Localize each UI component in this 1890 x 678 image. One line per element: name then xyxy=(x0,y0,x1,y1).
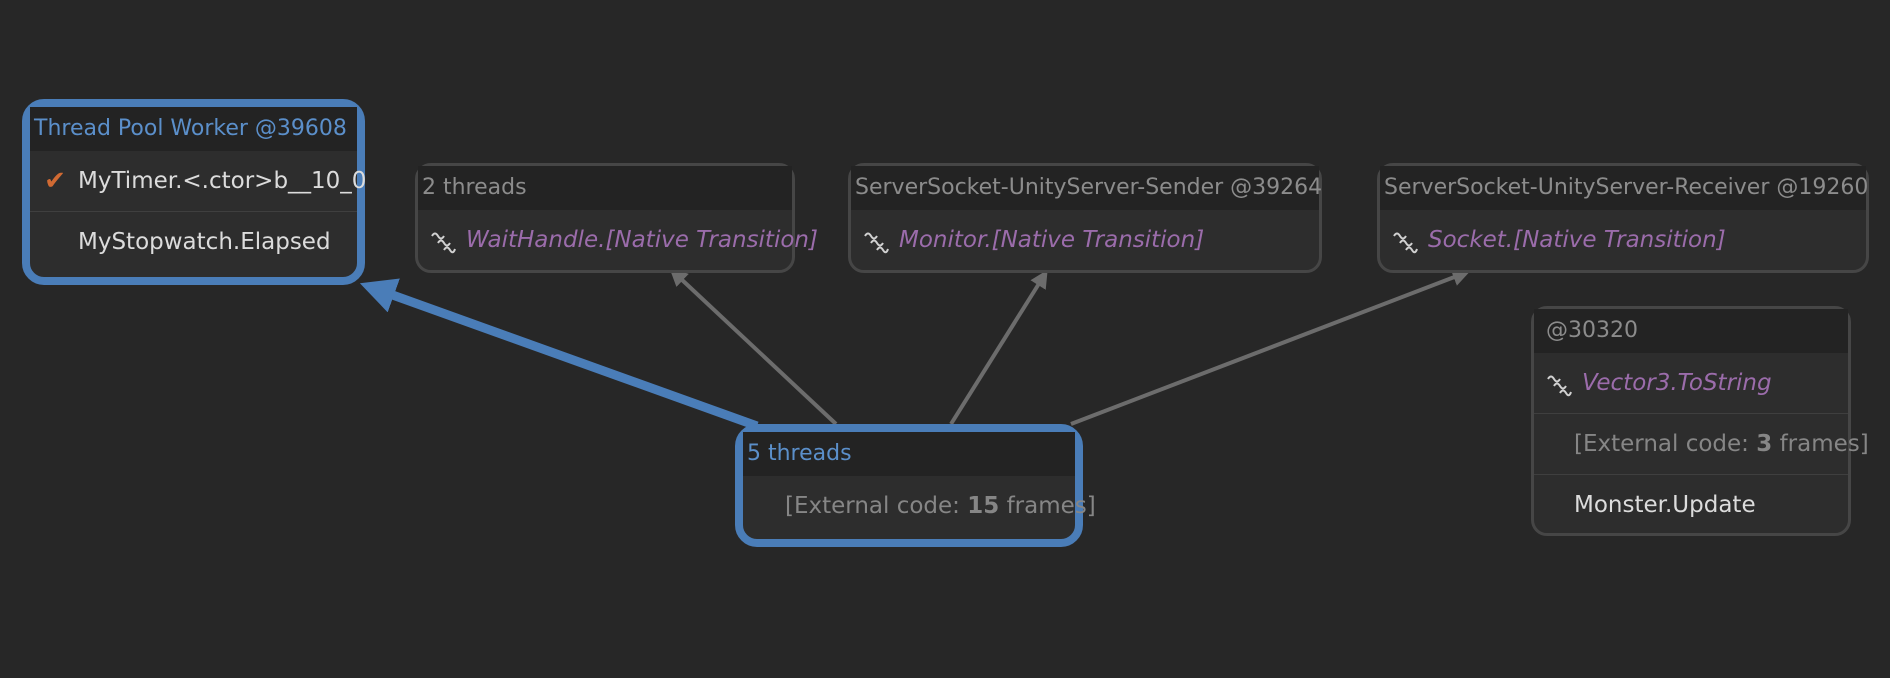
frame-row[interactable]: Monster.Update xyxy=(1534,474,1848,535)
frame-row[interactable]: [External code: 15 frames] xyxy=(743,476,1096,536)
frame-label: Socket.[Native Transition] xyxy=(1428,227,1726,253)
edge-5threads-to-sender[interactable] xyxy=(949,269,1048,426)
edge-5threads-to-receiver[interactable] xyxy=(1070,268,1471,426)
native-transition-icon xyxy=(1390,210,1420,270)
node-title: 5 threads xyxy=(743,432,1075,476)
external-code-label: [External code: 15 frames] xyxy=(785,493,1096,519)
external-code-label: [External code: 3 frames] xyxy=(1574,431,1869,457)
node-title: ServerSocket-UnityServer-Receiver @19260 xyxy=(1380,166,1868,210)
node-title: 2 threads xyxy=(418,166,792,210)
frame-row[interactable]: MyStopwatch.Elapsed xyxy=(30,211,357,272)
frame-label: Monster.Update xyxy=(1574,492,1756,518)
frame-label: MyTimer.<.ctor>b__10_0 xyxy=(78,168,367,194)
external-frame-count: 3 xyxy=(1756,431,1773,457)
checkmark-icon: ✔ xyxy=(44,166,66,196)
frame-row[interactable]: [External code: 3 frames] xyxy=(1534,413,1869,474)
frame-row[interactable]: ✔ MyTimer.<.ctor>b__10_0 xyxy=(30,151,366,211)
native-transition-icon xyxy=(1544,353,1574,413)
frame-label: WaitHandle.[Native Transition] xyxy=(466,227,818,253)
frame-row[interactable]: WaitHandle.[Native Transition] xyxy=(418,210,818,270)
native-transition-icon xyxy=(861,210,891,270)
node-title: Thread Pool Worker @39608 xyxy=(30,107,357,151)
edge-5threads-to-2threads[interactable] xyxy=(669,268,838,426)
thread-node-5-threads[interactable]: 5 threads [External code: 15 frames] xyxy=(735,424,1096,547)
thread-node-receiver-19260[interactable]: ServerSocket-UnityServer-Receiver @19260… xyxy=(1377,163,1869,273)
external-frame-count: 15 xyxy=(967,493,1000,519)
thread-node-sender-39264[interactable]: ServerSocket-UnityServer-Sender @39264 M… xyxy=(848,163,1322,273)
frame-label: Monitor.[Native Transition] xyxy=(899,227,1205,253)
frame-row[interactable]: Socket.[Native Transition] xyxy=(1380,210,1866,270)
frame-row[interactable]: Vector3.ToString xyxy=(1534,353,1848,413)
frame-row[interactable]: Monitor.[Native Transition] xyxy=(851,210,1319,270)
thread-node-2-threads[interactable]: 2 threads WaitHandle.[Native Transition] xyxy=(415,163,818,273)
thread-node-30320[interactable]: @30320 Vector3.ToString [External code: … xyxy=(1531,306,1869,536)
thread-node-worker-39608[interactable]: Thread Pool Worker @39608 ✔ MyTimer.<.ct… xyxy=(22,99,366,285)
node-title: ServerSocket-UnityServer-Sender @39264 xyxy=(851,166,1322,210)
native-transition-icon xyxy=(428,210,458,270)
frame-label: MyStopwatch.Elapsed xyxy=(78,229,331,255)
frame-label: Vector3.ToString xyxy=(1582,370,1772,396)
node-title: @30320 xyxy=(1534,309,1848,353)
edge-5threads-to-worker[interactable] xyxy=(359,278,759,431)
